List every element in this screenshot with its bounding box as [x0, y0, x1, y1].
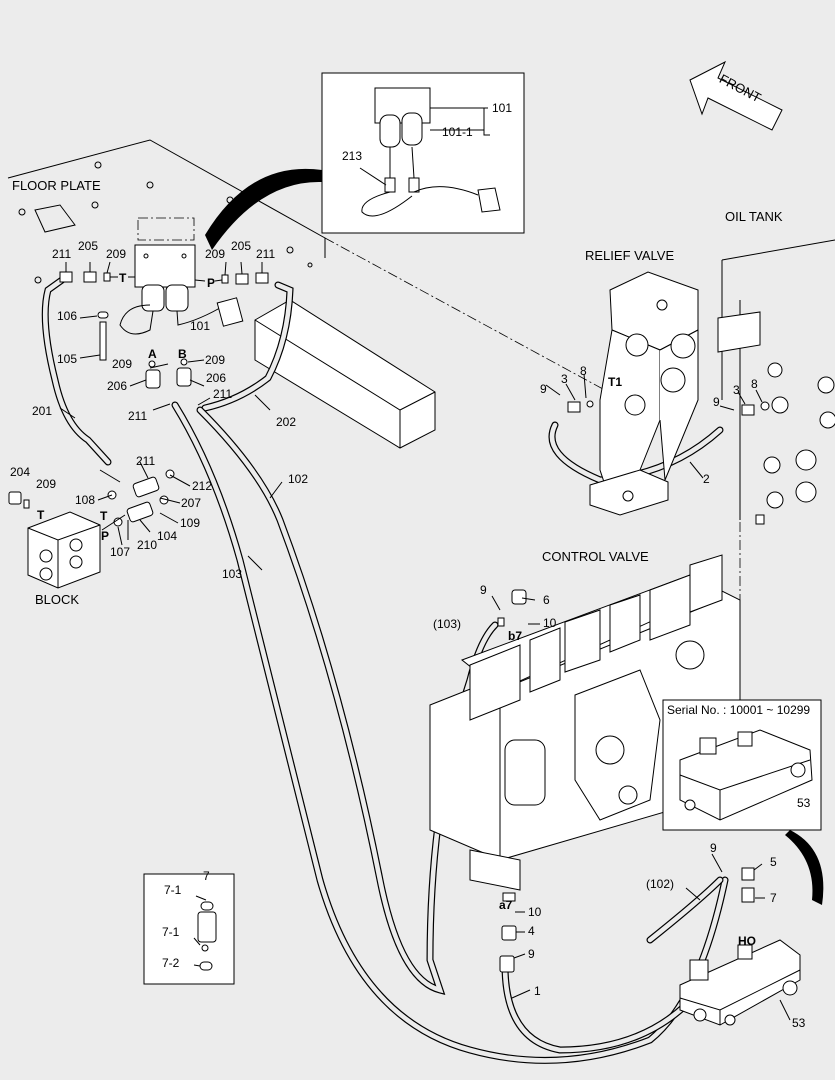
callout: 7-2 [162, 956, 180, 970]
callout: 109 [180, 516, 200, 530]
callout: 211 [256, 247, 275, 261]
callout: 6 [543, 593, 550, 607]
callout: 102 [288, 472, 308, 486]
callout: 207 [181, 496, 201, 510]
block-port-t-label: T [37, 508, 45, 522]
callout: 3 [561, 372, 568, 386]
callout: 202 [276, 415, 296, 429]
oil-tank [717, 239, 835, 640]
callout: 2 [703, 472, 710, 486]
relief-valve-title: RELIEF VALVE [585, 248, 674, 263]
callout: 204 [10, 465, 30, 479]
callout: 205 [231, 239, 251, 253]
block-assembly [8, 469, 175, 589]
callout: 105 [57, 352, 77, 366]
block-title: BLOCK [35, 592, 79, 607]
inset-serial [662, 699, 824, 905]
callout: 9 [713, 395, 720, 409]
port-t1-label: T1 [608, 375, 622, 389]
callout: 104 [157, 529, 177, 543]
callout: 107 [110, 545, 130, 559]
floor-fittings [59, 271, 269, 389]
callout: 211 [128, 409, 147, 423]
callout: 212 [192, 479, 212, 493]
callout: 108 [75, 493, 95, 507]
floor-plate [7, 139, 661, 449]
callout: 209 [112, 357, 132, 371]
block-port-p-label: P [101, 529, 109, 543]
front-arrow: FRONT [689, 60, 783, 131]
solenoid-valve-101 [119, 244, 244, 335]
callout: 206 [206, 371, 226, 385]
callout: 101 [492, 101, 512, 115]
port-a-label: A [148, 347, 157, 361]
oil-tank-title: OIL TANK [725, 209, 783, 224]
callout: 206 [107, 379, 127, 393]
callout: 3 [733, 383, 740, 397]
floor-plate-title: FLOOR PLATE [12, 178, 101, 193]
port-t-label: T [119, 271, 127, 285]
callout: 103 [222, 567, 242, 581]
callout: 9 [540, 382, 547, 396]
callout: 209 [205, 353, 225, 367]
callout: (103) [433, 617, 461, 631]
port-a7-label: a7 [499, 898, 513, 912]
callout: 7-1 [164, 883, 182, 897]
callout: 4 [528, 924, 535, 938]
callout: 211 [136, 454, 155, 468]
valve-53 [679, 867, 801, 1026]
callout: 209 [205, 247, 225, 261]
callout: 10 [543, 616, 557, 630]
inset-check-valve-7 [143, 873, 235, 985]
callout: 201 [32, 404, 52, 418]
callout: 7 [203, 869, 210, 883]
port-b7-label: b7 [508, 629, 522, 643]
control-valve-title: CONTROL VALVE [542, 549, 649, 564]
port-ho-label: HO [738, 934, 756, 948]
block-port-t2-label: T [100, 509, 108, 523]
inset-solenoid [205, 72, 525, 250]
callout-numbers: 101 101-1 213 211 205 209 209 205 211 10… [10, 101, 811, 1030]
callout: 210 [137, 538, 157, 552]
callout: 101 [190, 319, 210, 333]
relief-valve [567, 271, 770, 516]
callout: 8 [751, 377, 758, 391]
callout: 209 [36, 477, 56, 491]
port-p-label: P [207, 276, 215, 290]
callout: 101-1 [442, 125, 473, 139]
callout: 9 [528, 947, 535, 961]
callout: 9 [480, 583, 487, 597]
callout: 5 [770, 855, 777, 869]
callout: 209 [106, 247, 126, 261]
callout: 7-1 [162, 925, 180, 939]
port-b-label: B [178, 347, 187, 361]
leader-lines [59, 107, 791, 1021]
callout: 53 [792, 1016, 806, 1030]
serial-number: Serial No. : 10001 ~ 10299 [667, 703, 810, 717]
callout: 106 [57, 309, 77, 323]
callout: 7 [770, 891, 777, 905]
callout: 10 [528, 905, 542, 919]
callout: 1 [534, 984, 541, 998]
callout: 211 [52, 247, 71, 261]
callout: 205 [78, 239, 98, 253]
callout: 8 [580, 364, 587, 378]
callout: 211 [213, 387, 232, 401]
callout: 213 [342, 149, 362, 163]
callout: 53 [797, 796, 811, 810]
callout: 9 [710, 841, 717, 855]
callout: (102) [646, 877, 674, 891]
